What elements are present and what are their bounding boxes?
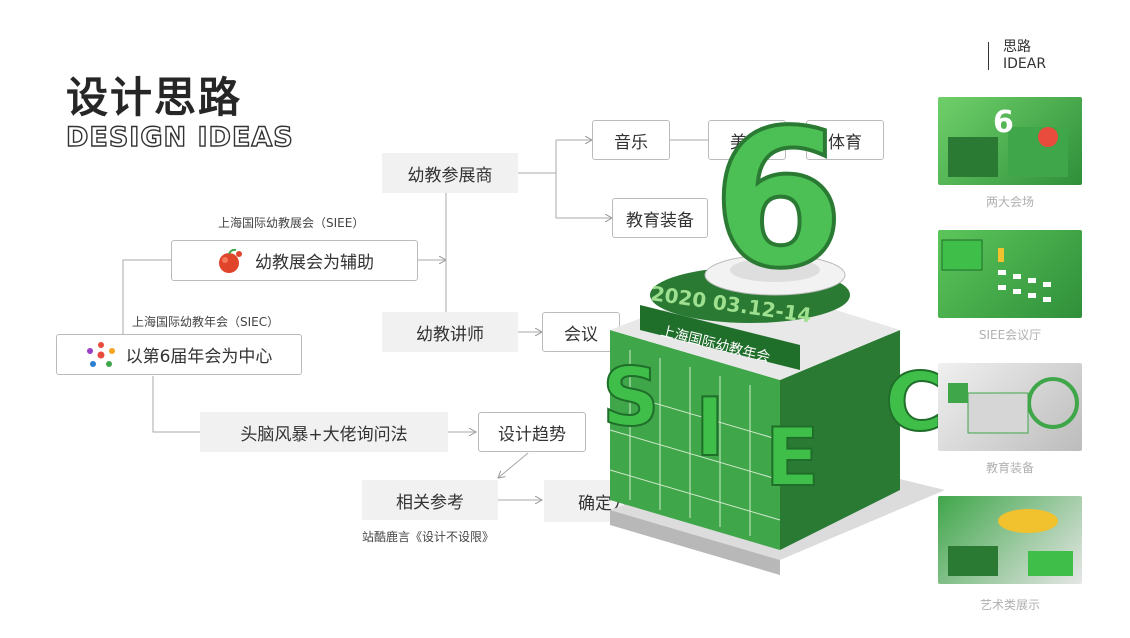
thumbnail-caption-4: 艺术类展示: [979, 598, 1040, 612]
reference-source: 站酷鹿言《设计不设限》: [362, 530, 495, 544]
page-title: 设计思路: [66, 73, 243, 122]
thumbnail-equipment: [938, 363, 1082, 451]
line-siec-to-siee: [122, 259, 171, 336]
lecturer-node: 幼教讲师: [382, 312, 518, 352]
meeting-node: 会议: [542, 312, 620, 352]
equipment-node: 教育装备: [612, 198, 708, 238]
line-trend-to-reference: [498, 452, 529, 478]
page-subtitle: DESIGN IDEAS: [65, 121, 294, 153]
siee-node-label: 幼教展会为辅助: [255, 253, 374, 273]
building-letter-c: C: [885, 356, 944, 449]
siec-logo-icon: [86, 341, 115, 367]
corner-label-cn: 思路: [1003, 39, 1031, 55]
reference-node: 相关参考: [362, 480, 498, 520]
corner-label: 思路 IDEAR: [1003, 39, 1046, 73]
thumbnail-caption-3: 教育装备: [985, 461, 1034, 475]
sports-node: 体育: [806, 120, 884, 160]
siec-building-illustration: 上海国际幼教年会 S I E C 2020 03.12-14 6: [601, 90, 945, 575]
building-big-number: 6: [712, 90, 844, 310]
siee-caption: 上海国际幼教展会（SIEE）: [218, 216, 365, 230]
exhibitor-node: 幼教参展商: [382, 153, 518, 193]
brainstorm-node: 头脑风暴+大佬询问法: [200, 412, 448, 452]
corner-label-en: IDEAR: [1003, 56, 1047, 72]
building-letter-e: E: [765, 411, 820, 504]
corner-divider: [988, 42, 989, 70]
thumbnail-caption-1: 两大会场: [985, 195, 1034, 209]
building-side: [780, 330, 900, 550]
siec-caption: 上海国际幼教年会（SIEC）: [132, 315, 280, 329]
trend-node: 设计趋势: [478, 412, 586, 452]
siee-node: 幼教展会为辅助: [171, 240, 418, 281]
thumbnail-caption-2: SIEE会议厅: [978, 328, 1042, 342]
building-sign: [640, 305, 800, 370]
apple-icon: [219, 248, 242, 273]
siec-node-label: 以第6届年会为中心: [125, 347, 273, 367]
siec-node: 以第6届年会为中心: [56, 334, 302, 375]
building-letter-i: I: [695, 381, 725, 474]
building-letter-s: S: [602, 351, 660, 444]
building-front: [610, 330, 780, 550]
thumbnail-siee-hall: [938, 230, 1082, 318]
art-node: 美术: [708, 120, 786, 160]
line-siec-to-brainstorm: [152, 376, 200, 433]
thumbnail-two-venues: 6: [938, 97, 1082, 185]
svg-text:6: 6: [993, 105, 1014, 140]
thumbnail-arts: [938, 496, 1082, 584]
music-node: 音乐: [592, 120, 670, 160]
